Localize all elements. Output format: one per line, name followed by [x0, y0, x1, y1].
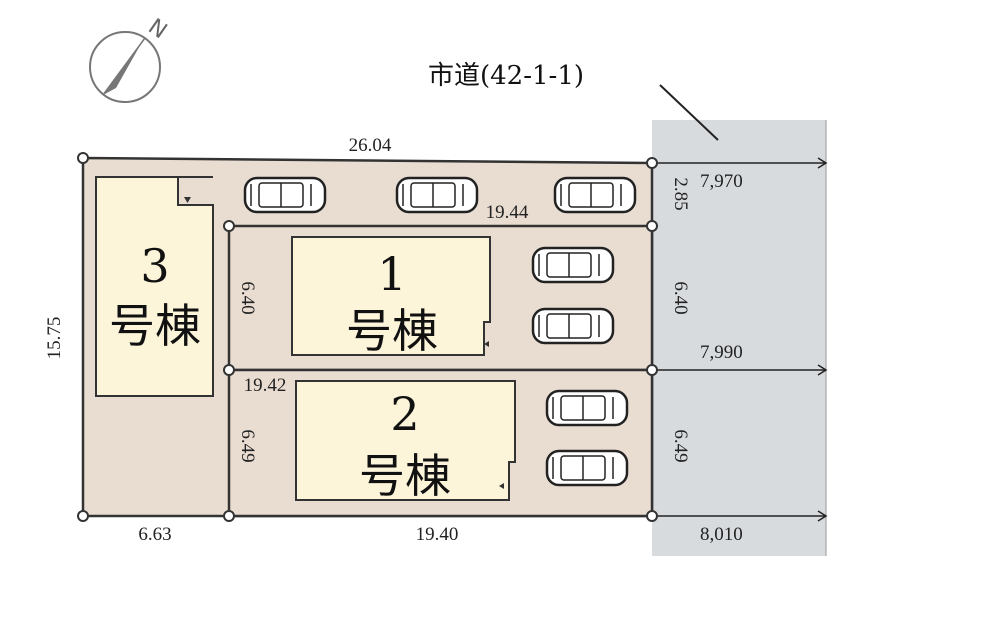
parking-car-icon [395, 176, 479, 214]
north-compass-icon: N [89, 14, 171, 103]
parking-car-icon [553, 176, 637, 214]
dim-lot2-top: 19.42 [244, 375, 287, 396]
dim-top: 26.04 [349, 135, 392, 156]
parking-car-icon [531, 307, 615, 345]
dim-lot2-right: 6.49 [670, 429, 691, 462]
building-2-suffix: 号棟 [359, 449, 451, 503]
public-road [652, 120, 826, 556]
building-3-number: 3 [140, 239, 169, 293]
road-leader-line [659, 84, 719, 141]
road-width-3: 8,010 [700, 524, 743, 545]
parking-car-icon [545, 389, 629, 427]
parking-car-icon [545, 449, 629, 487]
road-width-2: 7,990 [700, 342, 743, 363]
dim-lot1-left: 6.40 [237, 281, 258, 314]
dim-driveway: 2.85 [670, 177, 691, 210]
parking-car-icon [531, 246, 615, 284]
dim-lot1-top: 19.44 [486, 202, 529, 223]
dim-lot1-right: 6.40 [670, 281, 691, 314]
building-3-suffix: 号棟 [109, 299, 201, 353]
road-label: 市道(42-1-1) [428, 61, 584, 91]
dim-bottom-left: 6.63 [138, 524, 171, 545]
road-width-1: 7,970 [700, 171, 743, 192]
dim-left: 15.75 [44, 317, 65, 360]
building-1 [291, 236, 491, 356]
building-2 [295, 380, 516, 501]
building-1-number: 1 [377, 247, 406, 301]
building-1-suffix: 号棟 [346, 304, 438, 358]
dim-bottom-right: 19.40 [416, 524, 459, 545]
building-2-number: 2 [390, 387, 419, 441]
dim-lot2-left: 6.49 [237, 429, 258, 462]
parking-car-icon [243, 176, 327, 214]
boundary-markers [77, 152, 658, 522]
